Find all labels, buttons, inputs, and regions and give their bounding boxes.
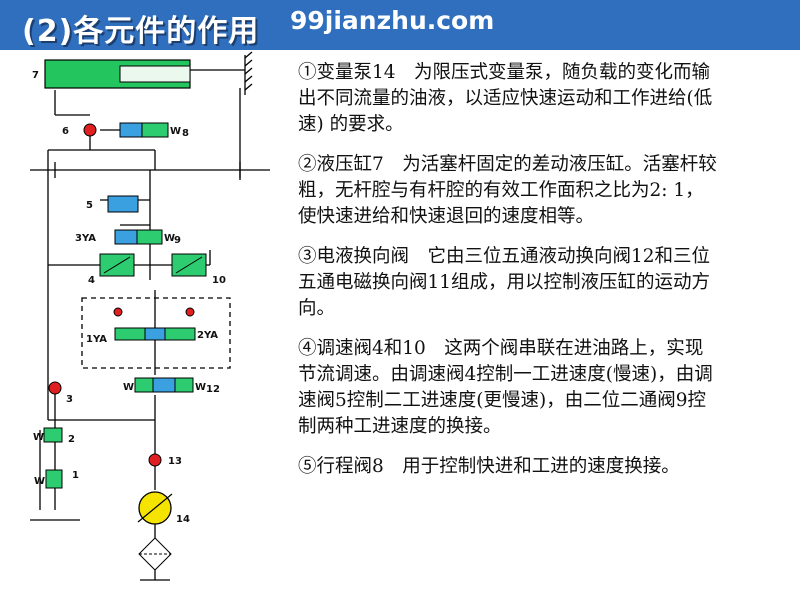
check-valve-6 (83, 123, 97, 137)
w-symbol-2: W (33, 432, 44, 443)
w-symbol-1: W (34, 476, 45, 487)
paragraph-speed-valves: ④调速阀4和10 这两个阀串联在进油路上，实现节流调速。由调速阀4控制一工进速度… (298, 338, 713, 437)
valve-8-right (141, 122, 169, 138)
sequence-valve-2 (43, 427, 63, 443)
pilot-check-left (113, 307, 123, 317)
label-7: 7 (32, 70, 39, 81)
valve-12-mid (152, 377, 176, 393)
label-2ya: 2YA (197, 330, 218, 341)
description-text: ①变量泵14 为限压式变量泵，随负载的变化而输出不同流量的油液，以适应快速运动和… (298, 60, 718, 494)
label-13: 13 (168, 456, 182, 467)
label-14: 14 (176, 514, 190, 525)
valve-5 (107, 195, 139, 213)
label-4: 4 (88, 275, 95, 286)
label-1: 1 (72, 470, 79, 481)
label-10: 10 (212, 275, 226, 286)
slide-title: (2)各元件的作用 (22, 14, 260, 49)
check-valve-3 (48, 381, 62, 395)
cylinder-rod (119, 65, 191, 83)
label-3: 3 (66, 394, 73, 405)
valve-9-right (136, 229, 163, 245)
w-symbol-9: W (164, 233, 175, 244)
site-watermark: 99jianzhu.com (290, 6, 495, 35)
hydraulic-circuit-diagram: 7 6 W 8 5 W 3YA 9 4 10 1YA 2YA W W 12 3 … (30, 51, 270, 581)
valve-11-mid (144, 327, 166, 341)
check-valve-13 (148, 453, 162, 467)
label-2: 2 (68, 434, 75, 445)
pilot-check-right (185, 307, 195, 317)
label-6: 6 (62, 126, 69, 137)
paragraph-directional-valve: ③电液换向阀 它由三位五通液动换向阀12和三位五通电磁换向阀11组成，用以控制液… (298, 246, 711, 319)
relief-valve-1 (45, 469, 63, 489)
title-bar: (2)各元件的作用 99jianzhu.com (0, 0, 800, 50)
valve-11-left (114, 327, 146, 341)
w-symbol-12-right: W (195, 382, 206, 393)
valve-8-left (119, 122, 143, 138)
label-8: 8 (182, 128, 189, 139)
label-9: 9 (174, 235, 181, 246)
paragraph-stroke-valve: ⑤行程阀8 用于控制快进和工进的速度换接。 (298, 456, 680, 477)
label-5: 5 (86, 200, 93, 211)
w-symbol-8: W (170, 126, 181, 137)
paragraph-cylinder: ②液压缸7 为活塞杆固定的差动液压缸。活塞杆较粗，无杆腔与有杆腔的有效工作面积之… (298, 154, 717, 227)
valve-9-left (114, 229, 138, 245)
label-3ya: 3YA (75, 233, 96, 244)
valve-12-left (134, 377, 154, 393)
paragraph-pump: ①变量泵14 为限压式变量泵，随负载的变化而输出不同流量的油液，以适应快速运动和… (298, 62, 713, 135)
label-12: 12 (206, 384, 220, 395)
valve-11-right (164, 327, 196, 341)
w-symbol-12-left: W (123, 382, 134, 393)
valve-12-right (174, 377, 194, 393)
label-1ya: 1YA (86, 334, 107, 345)
